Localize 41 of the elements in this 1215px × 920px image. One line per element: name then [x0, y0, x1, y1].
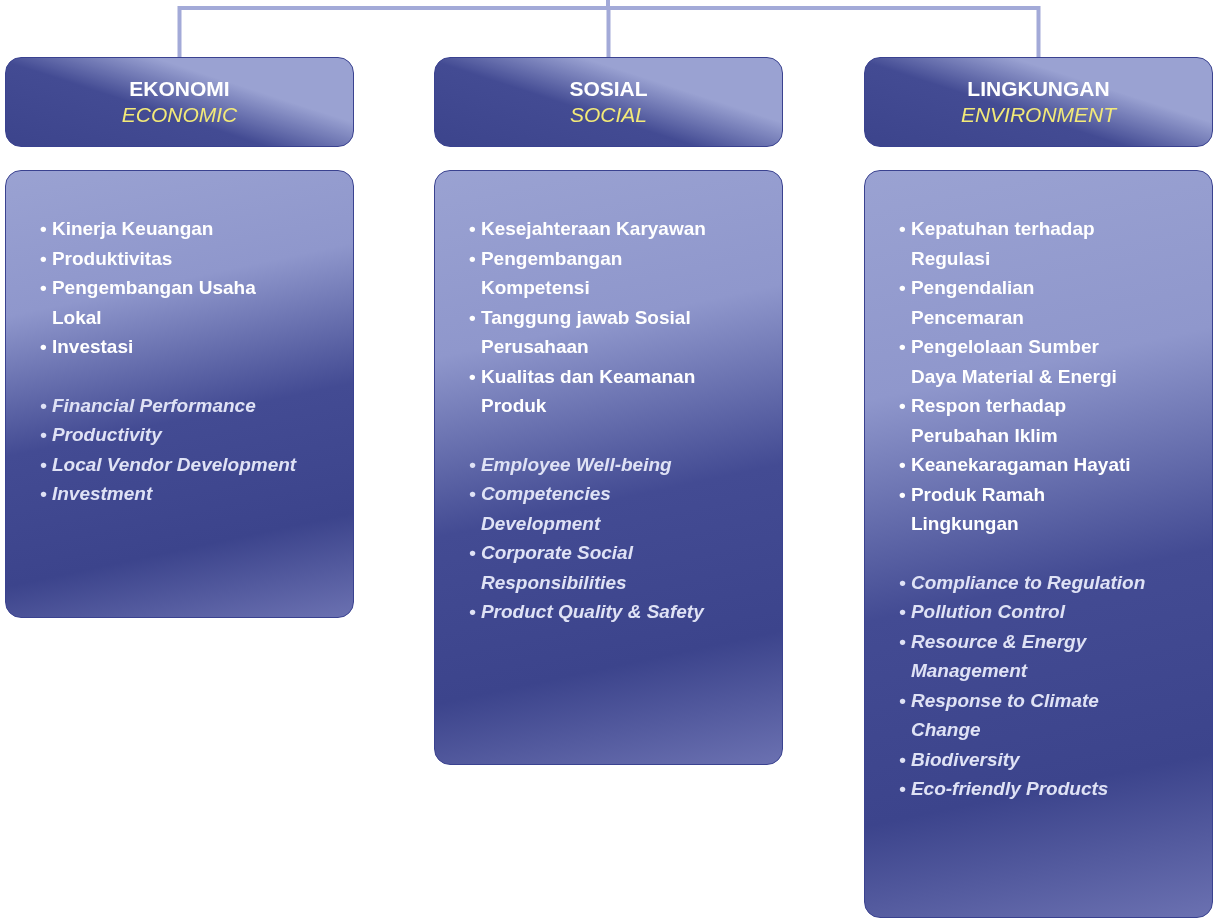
topic-item: • Investasi	[40, 335, 135, 359]
connector-line	[606, 0, 1041, 57]
topic-list-panel	[864, 170, 1213, 918]
topic-item: • Local Vendor Development	[40, 452, 298, 477]
topic-item: • Pengelolaan Sumber Daya Material & Energi	[899, 335, 1118, 389]
category-header-box	[864, 57, 1213, 147]
topic-item: • Product Quality & Safety	[469, 600, 706, 624]
category-title: EKONOMI	[129, 76, 230, 102]
topic-item: • Kinerja Keuangan	[40, 217, 215, 241]
category-title: LINGKUNGAN	[967, 76, 1110, 102]
category-header-box	[434, 57, 783, 147]
topic-list-panel	[434, 170, 783, 765]
category-title: SOSIAL	[569, 76, 648, 102]
category-subtitle: ENVIRONMENT	[960, 102, 1117, 128]
topic-item: • Produk Ramah Lingkungan	[899, 482, 1047, 536]
topic-list-panel	[5, 170, 354, 618]
topic-item: • Compliance to Regulation	[899, 570, 1147, 595]
topic-item: • Tanggung jawab Sosial Perusahaan	[469, 305, 692, 359]
topic-item: • Pengembangan Usaha Lokal	[40, 276, 257, 330]
topic-item: • Biodiversity	[899, 747, 1021, 772]
topic-item: • Competencies Development	[469, 482, 612, 536]
topic-item: • Produktivitas	[40, 246, 174, 271]
topic-item: • Productivity	[40, 423, 164, 447]
topic-item: • Investment	[40, 482, 154, 506]
category-header-box	[5, 57, 354, 147]
topic-item: • Corporate Social Responsibilities	[469, 541, 635, 595]
category-subtitle: ECONOMIC	[121, 102, 238, 128]
topic-item: • Resource & Energy Management	[899, 629, 1088, 683]
topic-item: • Response to Climate Change	[899, 688, 1100, 742]
topic-item: • Pollution Control	[899, 600, 1067, 624]
topic-item: • Financial Performance	[40, 393, 257, 418]
category-subtitle: SOCIAL	[570, 102, 647, 128]
topic-item: • Pengendalian Pencemaran	[899, 276, 1036, 330]
topic-item: • Kualitas dan Keamanan Produk	[469, 364, 697, 418]
topic-item: • Employee Well-being	[469, 452, 673, 477]
topic-item: • Respon terhadap Perubahan Iklim	[899, 394, 1068, 448]
topic-item: • Kesejahteraan Karyawan	[469, 217, 707, 241]
topic-item: • Pengembangan Kompetensi	[469, 246, 624, 300]
topic-item: • Eco-friendly Products	[899, 777, 1110, 801]
topic-item: • Keanekaragaman Hayati	[899, 453, 1132, 477]
topic-item: • Kepatuhan terhadap Regulasi	[899, 217, 1096, 271]
